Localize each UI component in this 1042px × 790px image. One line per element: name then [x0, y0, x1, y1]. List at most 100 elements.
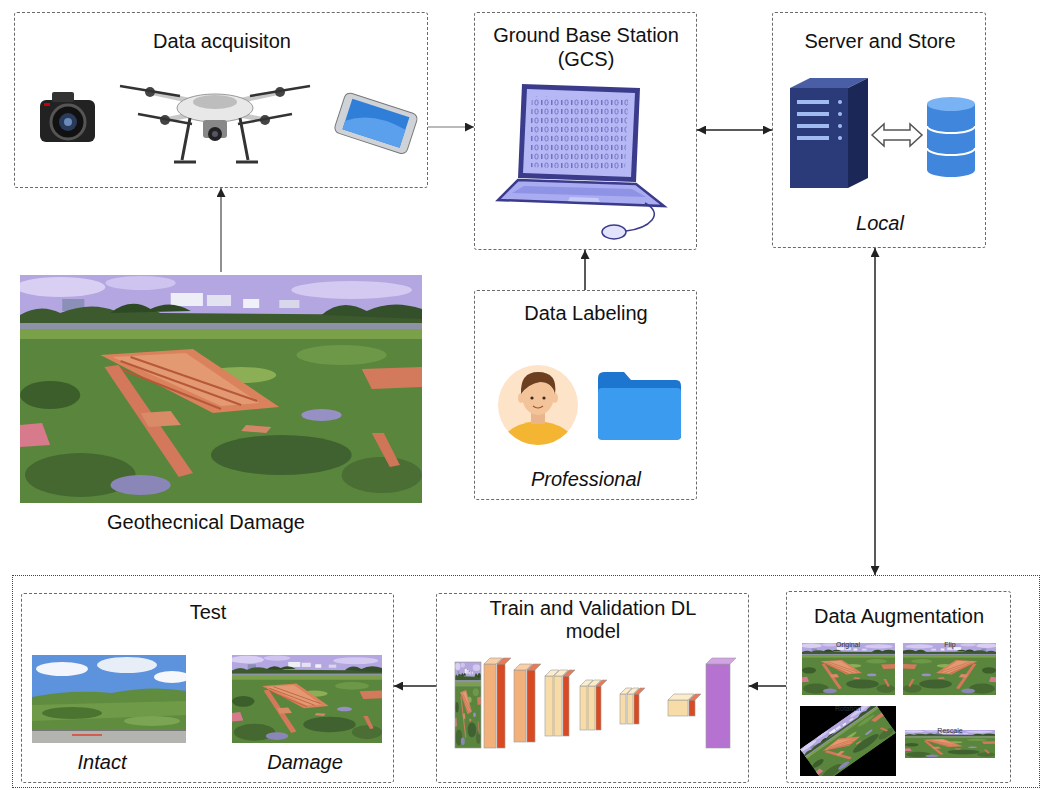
stage-box: Data Augmentation: [786, 591, 1011, 783]
stage-box: Train and Validation DL model: [436, 593, 749, 783]
server-icon: [838, 100, 842, 104]
cnn-figure: [689, 700, 695, 716]
camera-icon: [40, 100, 95, 142]
augmentation-thumbnails: [799, 643, 997, 784]
text-slot: Ground Base Station (GCS): [484, 23, 689, 71]
augmentation-thumbnails: [801, 643, 895, 695]
intact-photo: [32, 655, 190, 743]
box-caption: Professional: [531, 467, 641, 491]
drone-icon: [177, 94, 253, 122]
stage-box: Data acquisiton: [14, 12, 428, 188]
damage-test-photo: [230, 655, 382, 743]
flow-arrow: [697, 129, 772, 131]
thumbnail-label: Flip: [944, 641, 955, 648]
server-icon: [797, 112, 829, 116]
cnn-figure: [455, 662, 481, 748]
text-slot: Rotation: [808, 697, 888, 715]
text-slot: Professional: [496, 467, 676, 491]
text-slot: Damage: [245, 750, 365, 774]
professional-avatar: [530, 396, 533, 399]
laptop-icon: [529, 96, 628, 170]
laptop-icon: [626, 203, 654, 231]
cnn-figure: [634, 688, 645, 694]
drone-icon: [120, 86, 310, 162]
cnn-figure: [527, 664, 541, 670]
cnn-figure: [596, 686, 601, 730]
augmentation-thumbnails: [904, 730, 995, 758]
box-caption: Intact: [78, 750, 127, 774]
text-slot: Data Augmentation: [792, 604, 1007, 628]
flow-arrow: [220, 188, 221, 272]
box-title: Data Augmentation: [814, 604, 984, 628]
flow-arrow: [874, 248, 876, 575]
professional-avatar: [533, 406, 543, 408]
server-icon: [797, 124, 829, 128]
stage-box: Ground Base Station (GCS): [474, 12, 697, 250]
camera-icon: [52, 92, 74, 102]
text-slot: Server and Store: [780, 29, 980, 53]
camera-icon: [44, 103, 50, 106]
database-icon: [927, 97, 975, 177]
cnn-figure: [514, 670, 526, 742]
text-slot: Local: [820, 211, 940, 235]
cnn-figure: [563, 670, 575, 676]
stage-box: Server and StoreLocal: [772, 12, 986, 248]
text-slot: Test: [148, 600, 268, 624]
text-slot: Train and Validation DL model: [473, 597, 713, 643]
drone-icon: [120, 86, 310, 124]
box-title: Data Labeling: [524, 301, 647, 325]
stage-box: TestIntact Damage: [21, 593, 394, 783]
double-arrow-symbol: [872, 124, 922, 146]
drone-icon: [212, 131, 218, 137]
database-icon: [927, 126, 975, 155]
server-icon: [790, 88, 848, 188]
cnn-figure: [455, 658, 736, 748]
box-title: Test: [190, 600, 227, 624]
photo-panel: Geothecnical Damage: [20, 272, 422, 540]
cnn-figure: [527, 670, 535, 742]
cnn-figure: [554, 676, 562, 736]
laptop-icon: [602, 225, 626, 239]
box-title: Server and Store: [804, 29, 955, 53]
camera-icon: [64, 118, 72, 126]
phone-icon: [342, 109, 406, 148]
laptop-icon: [498, 84, 664, 239]
box-title: Data acquisiton: [153, 29, 291, 53]
box-title: Train and Validation DL model: [473, 597, 713, 643]
flow-arrow: [394, 685, 436, 687]
folder-icon: [598, 372, 681, 440]
box-title: Geothecnical Damage: [107, 510, 305, 534]
cnn-figure: [634, 694, 639, 724]
server-icon: [797, 136, 829, 140]
stage-box: Data LabelingProfessional: [474, 290, 697, 500]
flow-arrow: [584, 250, 586, 290]
server-icon: [838, 112, 842, 116]
cnn-figure: [484, 664, 496, 748]
flow-arrow: [749, 685, 786, 687]
cnn-figure: [689, 694, 701, 700]
cnn-figure: [627, 694, 633, 724]
augmentation-thumbnails: [903, 643, 997, 695]
cnn-figure: [545, 676, 553, 736]
laptop-icon: [523, 89, 635, 177]
laptop-icon: [568, 197, 600, 202]
cnn-figure: [580, 686, 587, 730]
text-slot: Data acquisiton: [32, 29, 412, 53]
laptop-icon: [498, 180, 664, 206]
flow-arrow: [428, 126, 474, 127]
cnn-figure: [706, 664, 730, 748]
server-icon: [797, 100, 829, 104]
phone-icon: [342, 99, 409, 148]
text-slot: Original: [808, 633, 888, 651]
thumbnail-label: Original: [836, 641, 860, 648]
augmentation-thumbnails: [800, 706, 896, 776]
drone-icon: [193, 95, 237, 109]
damage-photo: [15, 275, 422, 503]
professional-avatar: [498, 421, 578, 450]
camera-icon: [59, 113, 77, 131]
database-icon: [927, 163, 975, 177]
group-box: TestIntact Damage Train and Validation DL …: [12, 575, 1040, 788]
server-icon: [838, 124, 842, 128]
cnn-figure: [596, 680, 607, 686]
